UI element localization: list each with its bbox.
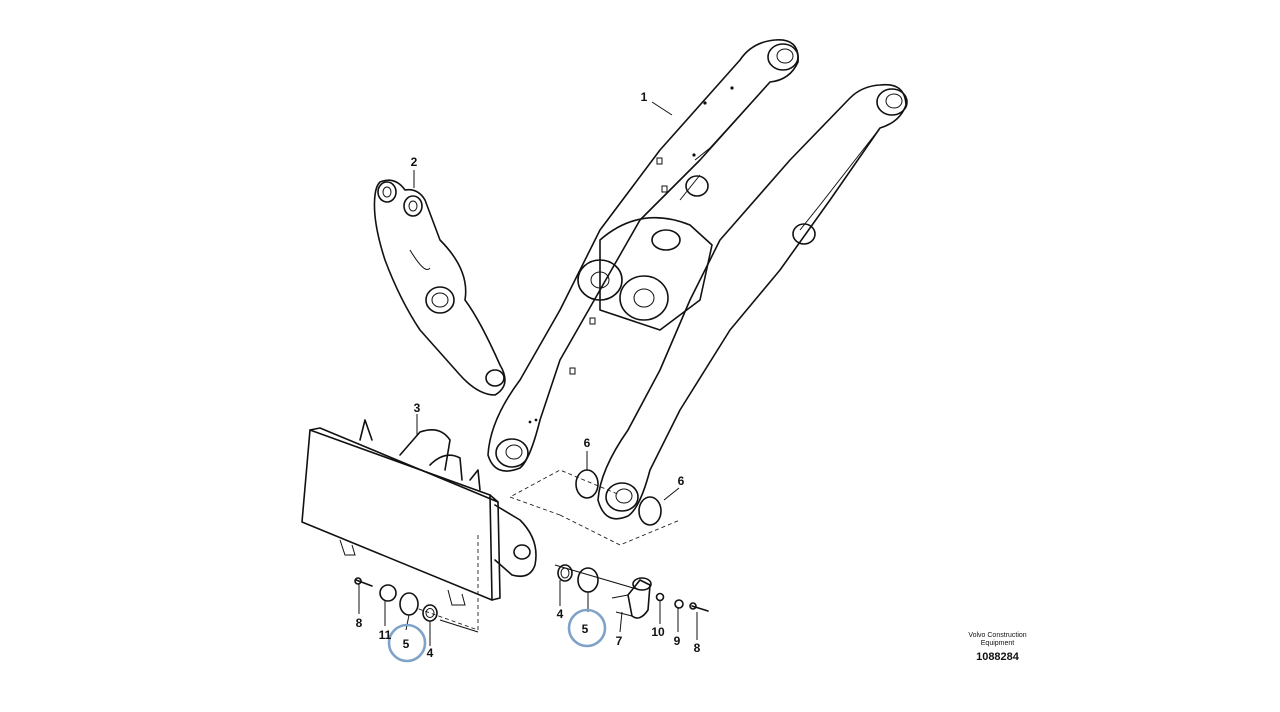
manufacturer-line-1: Volvo Construction [968,632,1027,639]
callout-1: 1 [641,90,648,104]
drawing-number: 1088284 [976,651,1019,663]
lift-arm-frame [487,39,908,520]
tilt-lever [373,179,506,396]
manufacturer-line-2: Equipment [980,640,1015,647]
callout-5-left: 5 [403,637,410,651]
small-parts [354,469,709,622]
assembly-guide-lines [415,469,681,633]
callout-11: 11 [379,628,392,642]
drawing-footer: Volvo Construction Equipment 1088284 [930,632,1065,663]
callout-9: 9 [674,634,681,648]
callout-labels: 1 2 3 4 4 5 5 6 6 7 8 8 9 10 11 [356,90,701,660]
attachment-bracket [301,419,537,606]
callout-4-right: 4 [557,607,564,621]
highlight-circle-left [387,623,427,663]
callout-8-right: 8 [694,641,701,655]
callout-4-left: 4 [427,646,434,660]
callout-2: 2 [411,155,418,169]
callout-6-right: 6 [678,474,685,488]
callout-6-top: 6 [584,436,591,450]
callout-5-right: 5 [582,622,589,636]
highlight-circle-right [567,608,607,648]
manufacturer-name: Volvo Construction Equipment [930,632,1065,648]
callout-7: 7 [616,634,623,648]
callout-3: 3 [414,401,421,415]
leader-lines [358,101,698,646]
callout-10: 10 [651,625,665,639]
callout-8-left: 8 [356,616,363,630]
